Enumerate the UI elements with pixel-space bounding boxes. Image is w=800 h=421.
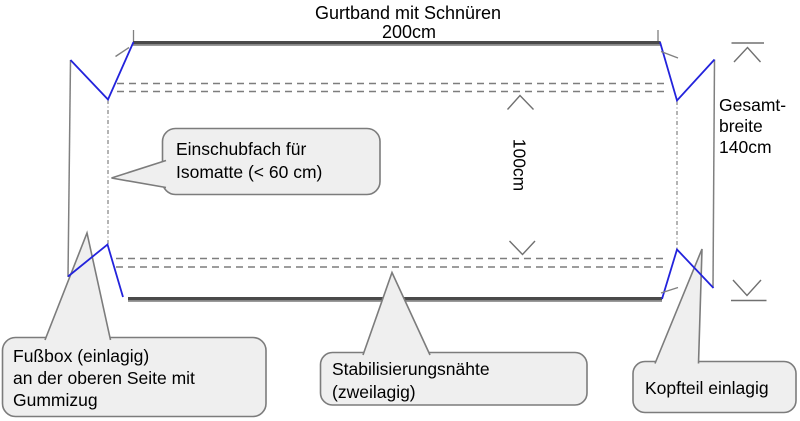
top-strap-bar-dark xyxy=(133,41,661,45)
einschubfach-pointer-fill xyxy=(111,160,166,188)
stabilisierung-pointer-fill xyxy=(363,272,430,355)
callout-einschubfach-bubble xyxy=(111,127,381,196)
stabilisierung-box xyxy=(319,351,588,406)
tick-top-right xyxy=(660,50,679,59)
fussbox-line-2: an der oberen Seite mit xyxy=(13,368,195,388)
top-strap-bar-light xyxy=(133,44,661,46)
stabilisierung-label: Stabilisierungsnähte (zweilagig) xyxy=(332,358,490,404)
width-dim-bottom-arrow-icon xyxy=(732,279,762,297)
fussbox-line-1: Fußbox (einlagig) xyxy=(13,346,150,366)
left-outer-edge xyxy=(67,59,72,278)
strap-extension-lines xyxy=(132,30,659,41)
blue-fold-lines xyxy=(67,41,716,300)
kopfteil-box xyxy=(632,360,797,414)
stabilisierung-pointer-outline xyxy=(362,270,431,356)
callout-kopfteil-bubble xyxy=(632,248,797,414)
einschubfach-line-2: Isomatte (< 60 cm) xyxy=(176,162,323,182)
width-dim-top-arrow-icon xyxy=(733,46,762,63)
einschubfach-label: Einschubfach für Isomatte (< 60 cm) xyxy=(176,138,322,184)
fussbox-label: Fußbox (einlagig) an der oberen Seite mi… xyxy=(13,345,195,411)
fussbox-pointer-fill xyxy=(45,233,111,340)
fussbox-line-3: Gummizug xyxy=(13,390,98,410)
stabilisierung-line-2: (zweilagig) xyxy=(332,382,416,402)
strap-title-label: Gurtband mit Schnüren xyxy=(314,3,502,23)
total-width-dimension-marks xyxy=(731,42,767,302)
total-width-line-2: breite xyxy=(719,116,763,136)
strap-length-label: 200cm xyxy=(381,22,437,42)
top-strap-bar xyxy=(133,41,661,46)
blue-bottom-right xyxy=(661,247,715,300)
kopfteil-label: Kopfteil einlagig xyxy=(645,378,769,398)
seam-dashed-lines xyxy=(116,82,664,268)
arrow-up-icon xyxy=(506,94,535,110)
inner-height-label: 100cm xyxy=(509,138,530,192)
tick-marks xyxy=(115,46,679,294)
total-width-line-1: Gesamt- xyxy=(719,95,787,115)
right-outer-edge xyxy=(712,59,716,288)
blue-top-left xyxy=(69,41,135,102)
blue-top-right xyxy=(659,41,716,103)
arrow-down-icon xyxy=(508,240,536,256)
callout-stabilisierung-bubble xyxy=(319,270,588,406)
einschubfach-line-1: Einschubfach für xyxy=(176,139,307,159)
stabilisierung-line-1: Stabilisierungsnähte xyxy=(332,359,490,379)
blue-bottom-left xyxy=(67,242,124,298)
fussbox-box xyxy=(1,336,267,418)
height-dimension-arrows xyxy=(506,94,536,256)
fold-dashdot-lines xyxy=(107,100,678,249)
callout-fussbox-bubble xyxy=(1,230,267,418)
fussbox-pointer-outline xyxy=(44,230,112,341)
einschubfach-pointer-outline xyxy=(111,159,167,189)
total-width-label: Gesamt- breite 140cm xyxy=(719,95,786,158)
total-width-line-3: 140cm xyxy=(719,137,772,157)
kopfteil-line-1: Kopfteil einlagig xyxy=(645,378,769,398)
kopfteil-pointer-outline xyxy=(654,248,703,364)
tick-top-left xyxy=(115,46,130,58)
tick-bottom-right xyxy=(660,286,679,294)
